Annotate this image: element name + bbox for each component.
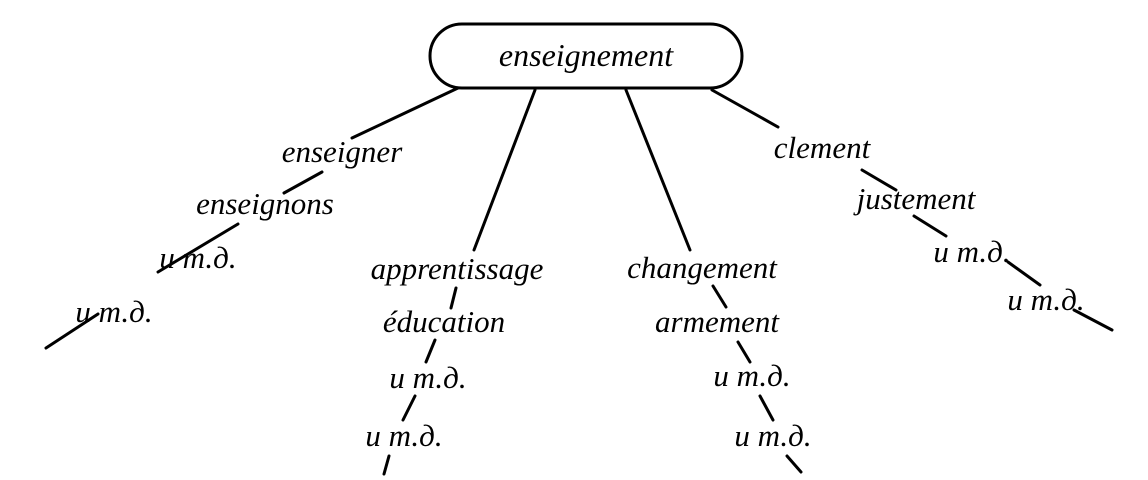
edge-etc1-etc2-b2	[401, 394, 417, 422]
branch-1: enseigner enseignons и т.д. и т.д.	[75, 134, 403, 329]
edge-enseigner-enseignons	[282, 170, 324, 195]
branch-2-node-2: éducation	[383, 304, 505, 339]
root-node-box	[428, 22, 744, 90]
branch-4: clement justement и т.д. и т.д.	[774, 130, 1085, 317]
branch-2-node-4: и т.д.	[365, 418, 442, 453]
edge-etc1-etc2	[44, 312, 100, 350]
edge-etc2-tail-b4	[1072, 308, 1114, 332]
edge-apprentissage-education	[449, 286, 458, 310]
edge-root-enseigner	[350, 86, 460, 140]
edge-etc2-tail-b3	[785, 454, 803, 474]
branch-1-node-3: и т.д.	[159, 240, 236, 275]
root-node-label: enseignement	[499, 37, 674, 73]
edge-changement-armement	[711, 284, 728, 309]
branch-2-node-1: apprentissage	[371, 251, 544, 286]
edge-clement-justement	[860, 168, 898, 192]
edge-root-apprentissage	[472, 88, 537, 252]
edge-justement-etc1	[912, 214, 948, 238]
edge-root-clement	[710, 88, 780, 129]
branch-3: changement armement и т.д. и т.д.	[627, 250, 811, 453]
branch-4-node-1: clement	[774, 130, 872, 165]
connector-lines	[44, 86, 1114, 476]
branch-2-node-3: и т.д.	[389, 360, 466, 395]
edge-enseignons-etc1	[156, 222, 240, 274]
branch-3-node-2: armement	[655, 304, 780, 339]
branch-3-node-4: и т.д.	[734, 418, 811, 453]
branch-3-node-3: и т.д.	[713, 358, 790, 393]
edge-education-etc1	[424, 338, 437, 364]
branch-3-node-1: changement	[627, 250, 778, 285]
branch-2: apprentissage éducation и т.д. и т.д.	[365, 251, 543, 453]
branch-1-node-2: enseignons	[196, 186, 334, 221]
edge-etc1-etc2-b4	[1006, 260, 1042, 287]
branch-4-node-2: justement	[853, 181, 977, 216]
branch-4-node-4: и т.д.	[1007, 282, 1084, 317]
edge-root-changement	[624, 88, 692, 252]
branch-1-node-1: enseigner	[282, 134, 403, 169]
edge-etc2-tail-b2	[382, 454, 391, 476]
branch-1-node-4: и т.д.	[75, 294, 152, 329]
root-node: enseignement	[428, 22, 744, 90]
branch-4-node-3: и т.д.	[933, 234, 1010, 269]
edge-armement-etc1	[736, 340, 752, 364]
edge-etc1-etc2-b3	[758, 394, 775, 422]
